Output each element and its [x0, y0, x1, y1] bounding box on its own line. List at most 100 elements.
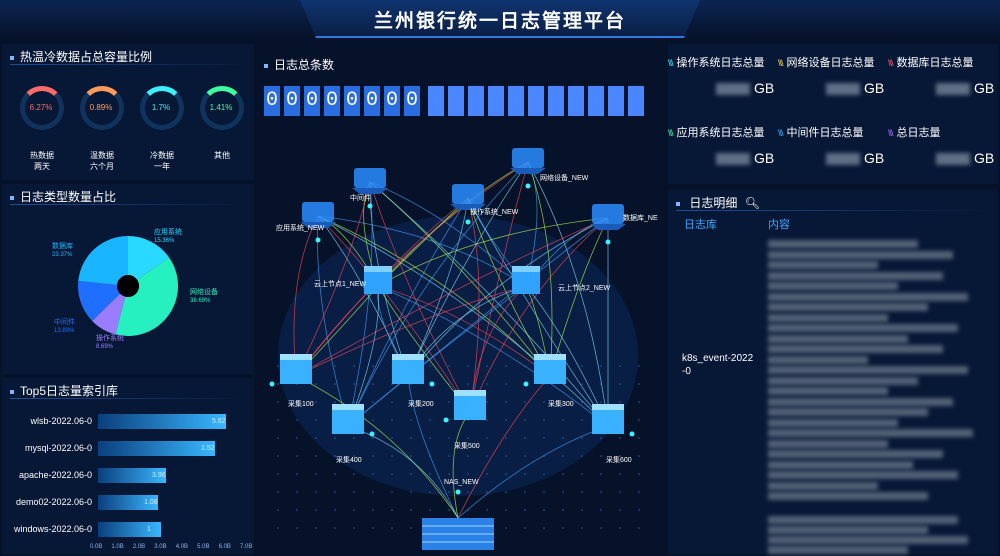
collector-label: 采集400 [336, 455, 362, 464]
grid-dot [619, 383, 621, 385]
ratio-label: 其他 [214, 151, 230, 160]
counter-digit: 0 [384, 86, 400, 116]
log-content-row-masked [768, 303, 928, 311]
col-header-library[interactable]: 日志库 [684, 219, 717, 231]
donut-slice[interactable] [78, 236, 128, 285]
lock-icon[interactable] [512, 148, 544, 168]
search-icon[interactable]: 🔍︎ [744, 196, 760, 210]
log-content-row-masked [768, 481, 878, 490]
grid-dot [638, 401, 640, 403]
collector-port-dot [523, 381, 529, 387]
bar-value: 1 [147, 526, 151, 533]
grid-dot [277, 527, 279, 529]
bar-fill[interactable] [98, 414, 226, 429]
grid-dot [600, 401, 602, 403]
grid-dot [334, 401, 336, 403]
grid-dot [505, 401, 507, 403]
grid-dot [391, 473, 393, 475]
grid-dot [372, 527, 374, 529]
log-content-row-masked [768, 460, 913, 469]
grid-dot [467, 455, 469, 457]
log-content-row-masked [768, 250, 953, 259]
axis-tick-label: 3.0B [154, 544, 167, 550]
log-content-row-masked [768, 471, 958, 479]
counter-digit: 0 [364, 86, 380, 116]
axis-tick-label: 2.0B [132, 544, 146, 550]
grid-dot [410, 455, 412, 457]
grid-dot [486, 473, 488, 475]
bar-fill[interactable] [98, 468, 166, 483]
donut-slice[interactable] [78, 280, 121, 321]
grid-dot [524, 473, 526, 475]
cube-top [512, 266, 540, 272]
grid-dot [410, 437, 412, 439]
grid-dot [353, 491, 355, 493]
donut-slice[interactable] [115, 257, 178, 336]
source-label: 网络设备_NEW [540, 173, 589, 182]
disk-icon[interactable] [592, 204, 624, 224]
donut-slice-label: 中间件 [54, 317, 75, 326]
grid-dot [505, 509, 507, 511]
cube-cluster-icon[interactable] [354, 168, 386, 188]
grid-dot [429, 437, 431, 439]
stat-label: \\\总日志量 [888, 124, 941, 140]
grid-dot [505, 383, 507, 385]
collector-port-dot [629, 431, 635, 437]
grid-dot [505, 473, 507, 475]
log-content-row-masked [768, 492, 928, 500]
grid-dot [334, 455, 336, 457]
cloud-icon[interactable] [302, 202, 334, 222]
grid-dot [391, 437, 393, 439]
grid-dot [334, 437, 336, 439]
source-port-dot [525, 183, 531, 189]
bar-label: wlsb-2022.06-0 [30, 416, 92, 426]
collector-label: 采集200 [408, 399, 434, 408]
counter-digit: 0 [304, 86, 320, 116]
link-line [295, 285, 527, 377]
bar-fill[interactable] [98, 495, 158, 510]
log-detail-title: 日志明细 🔍︎ [676, 194, 760, 211]
source-port-dot [367, 203, 373, 209]
collector-label: 采集300 [548, 399, 574, 408]
nas-label: NAS_NEW [444, 479, 479, 486]
counter-digit-masked [488, 86, 504, 116]
log-entry-library[interactable]: k8s_event-2022-0 [682, 353, 754, 377]
grid-dot [429, 473, 431, 475]
monitor-icon[interactable] [452, 184, 484, 204]
donut-slice-label: 应用系统 [154, 227, 182, 236]
ratio-ring: 1.7% [140, 86, 184, 130]
donut-slice[interactable] [128, 236, 170, 280]
grid-dot [505, 527, 507, 529]
link-line [469, 217, 609, 413]
grid-dot [391, 455, 393, 457]
grid-dot [619, 473, 621, 475]
bar-fill[interactable] [98, 522, 161, 537]
stat-label-text: 数据库日志总量 [896, 57, 974, 69]
bar-label: mysql-2022.06-0 [24, 443, 92, 453]
donut-slice[interactable] [92, 293, 126, 335]
donut-hole [117, 275, 139, 297]
grid-dot [448, 473, 450, 475]
grid-dot [638, 491, 640, 493]
stat-unit: GB [864, 150, 885, 166]
col-header-content[interactable]: 内容 [768, 219, 790, 231]
log-content-row-masked [768, 397, 953, 406]
grid-dot [486, 383, 488, 385]
server-top [280, 354, 312, 360]
icon-base [450, 204, 486, 210]
grid-dot [543, 509, 545, 511]
stat-unit: GB [974, 150, 995, 166]
grid-dot [505, 491, 507, 493]
grid-dot [410, 491, 412, 493]
hot-cold-title: 热温冷数据占总容量比例 [10, 48, 152, 65]
stat-value-masked [936, 153, 970, 166]
counter-digit: 0 [264, 86, 280, 116]
stat-value: GB [826, 80, 884, 96]
grid-dot [372, 419, 374, 421]
grid-dot [448, 419, 450, 421]
topology-diagram: 应用系统_NEW中间件操作系统_NEW网络设备_NEW数据库_NE云上节点1_N… [269, 148, 658, 550]
grid-dot [277, 509, 279, 511]
link-line [469, 161, 529, 413]
bar-fill[interactable] [98, 441, 215, 456]
log-content-row-masked [768, 313, 888, 322]
